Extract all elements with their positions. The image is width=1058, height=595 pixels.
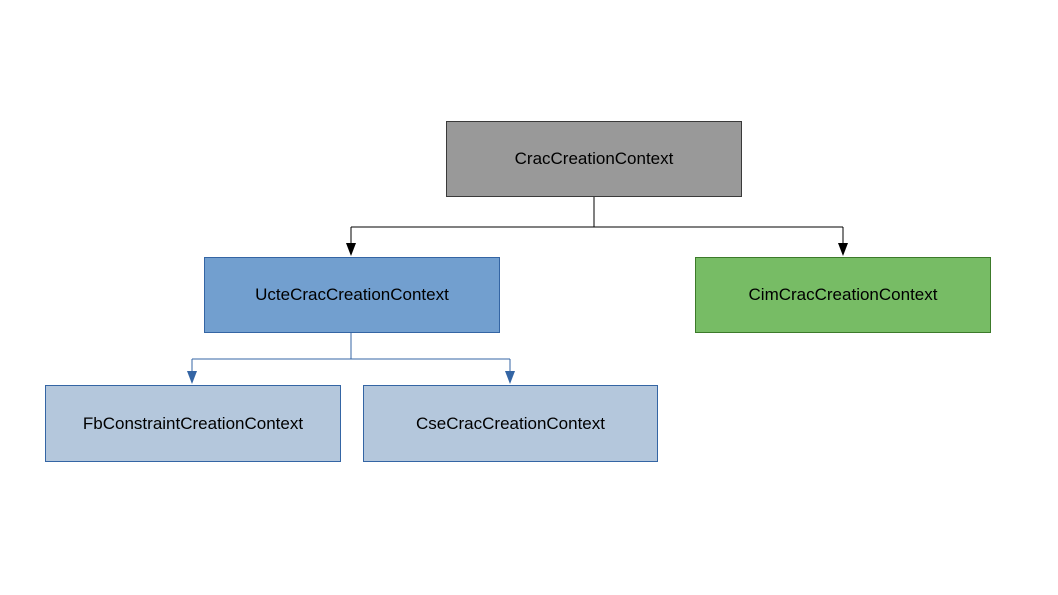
node-cim-crac-creation-context[interactable]: CimCracCreationContext xyxy=(695,257,991,333)
edge-root-children xyxy=(350,197,844,244)
node-crac-creation-context[interactable]: CracCreationContext xyxy=(446,121,742,197)
arrowhead-fb xyxy=(187,371,197,384)
arrowhead-cse xyxy=(505,371,515,384)
node-ucte-crac-creation-context[interactable]: UcteCracCreationContext xyxy=(204,257,500,333)
node-fb-constraint-creation-context[interactable]: FbConstraintCreationContext xyxy=(45,385,341,462)
node-label: UcteCracCreationContext xyxy=(255,285,449,304)
node-cse-crac-creation-context[interactable]: CseCracCreationContext xyxy=(363,385,658,462)
node-label: CimCracCreationContext xyxy=(748,285,938,304)
node-label: FbConstraintCreationContext xyxy=(82,413,304,433)
edge-ucte-children xyxy=(191,333,511,372)
node-label: CseCracCreationContext xyxy=(416,413,605,433)
arrowhead-ucte xyxy=(346,243,356,256)
node-label: CracCreationContext xyxy=(514,149,674,168)
arrowhead-cim xyxy=(838,243,848,256)
